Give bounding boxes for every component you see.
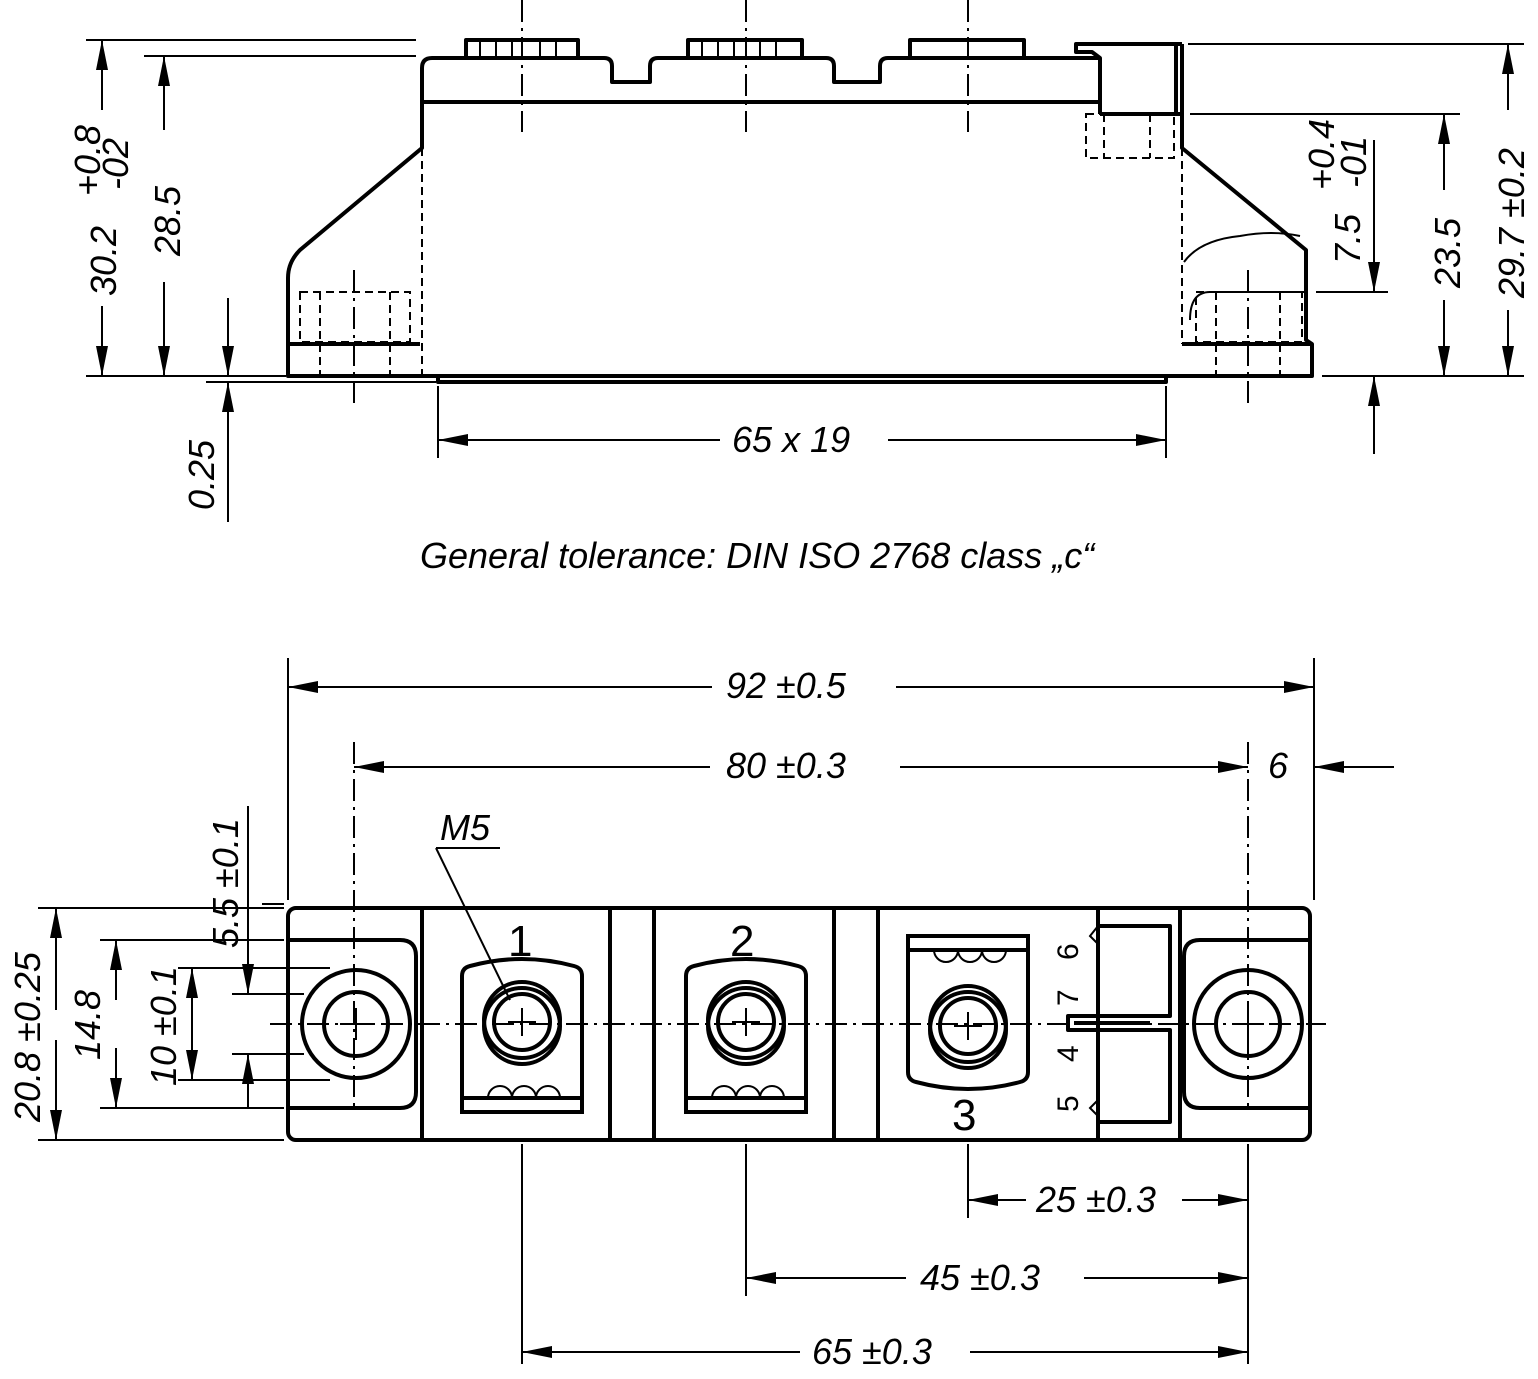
top-dimension-lines [50,681,1394,1358]
terminal-3-label: 3 [952,1091,976,1140]
top-center-lines [270,742,1326,1112]
aux-pin-block: 6 7 4 5 [1052,924,1172,1124]
dim-aux-tol-lower: -01 [1333,136,1374,188]
dim-aux-tol-upper: +0.4 [1301,119,1342,190]
dim-edge-offset: 6 [1268,745,1289,786]
top-extension-lines [38,658,1315,1364]
dim-thread: M5 [440,807,491,848]
dim-overall-height: 30.2 [83,226,124,296]
dim-hole-offset: 5.5 ±0.1 [205,818,246,948]
side-dimension-texts: 30.2 +0.8 -02 28.5 0.25 65 x 19 7.5 +0.4… [67,119,1532,510]
dim-term3-pitch: 25 ±0.3 [1035,1179,1156,1220]
dim-term1-pitch: 65 ±0.3 [812,1331,932,1372]
terminal-2-label: 2 [730,917,754,966]
module-body-outline [286,56,1314,378]
side-dimension-lines [96,40,1514,522]
dim-base-offset: 0.25 [181,439,222,510]
aux-pin-4: 4 [1052,1045,1085,1062]
side-center-lines [353,0,1249,408]
aux-pin-7: 7 [1052,989,1085,1006]
dim-hole-pitch: 80 ±0.3 [726,745,846,786]
dim-overall-height-tol-lower: -02 [95,138,136,190]
aux-pin-5: 5 [1052,1095,1085,1112]
side-view: 30.2 +0.8 -02 28.5 0.25 65 x 19 7.5 +0.4… [67,0,1532,522]
general-tolerance-note: General tolerance: DIN ISO 2768 class „c… [420,535,1096,576]
top-view: 1 2 3 [7,658,1394,1372]
dim-right-height: 29.7 ±0.2 [1491,148,1532,299]
dim-width: 20.8 ±0.25 [7,951,48,1123]
terminal-1: 1 [460,917,584,1114]
terminal-1-label: 1 [508,917,532,966]
dim-inner-width: 14.8 [67,990,108,1060]
top-dimension-texts: 92 ±0.5 80 ±0.3 6 M5 20.8 ±0.25 14.8 10 … [7,665,1289,1372]
terminal-3: 3 [906,934,1030,1140]
dim-aux-height: 7.5 [1327,213,1368,264]
dim-pad-width: 10 ±0.1 [143,966,184,1086]
dim-mount-height: 23.5 [1427,217,1468,289]
dim-base-plate: 65 x 19 [732,419,850,460]
aux-pin-6: 6 [1052,943,1085,960]
dim-term2-pitch: 45 ±0.3 [920,1257,1040,1298]
side-extension-lines [86,39,1524,458]
dim-overall-height-tol-upper: +0.8 [67,125,108,196]
hidden-lines [299,113,1303,376]
dim-body-height: 28.5 [147,185,188,257]
dim-length: 92 ±0.5 [726,665,847,706]
terminal-2: 2 [684,917,808,1114]
